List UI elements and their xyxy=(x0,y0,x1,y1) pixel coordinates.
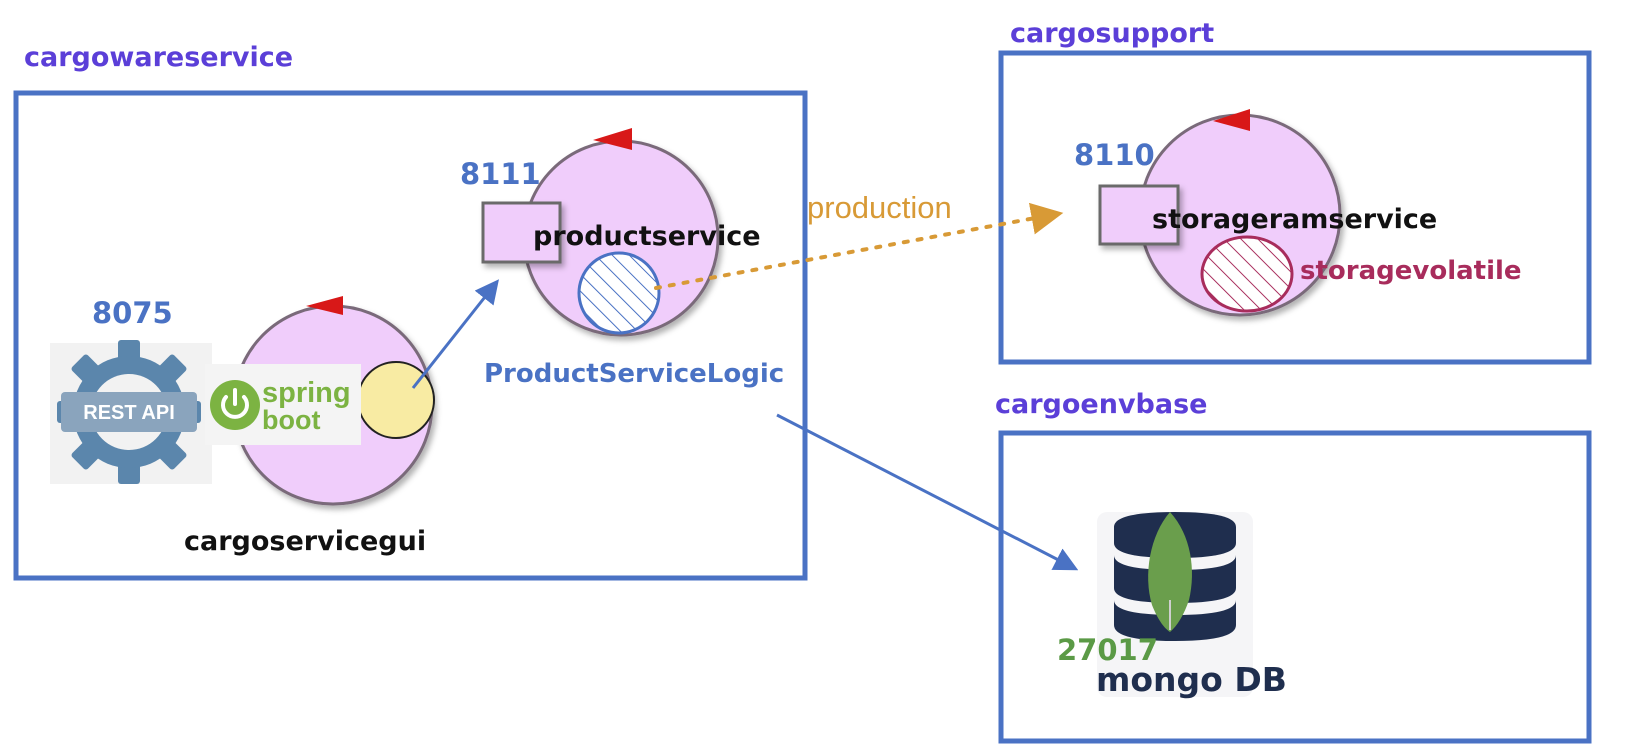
context-box-cargowareservice xyxy=(13,90,808,581)
actor-storageramservice[interactable] xyxy=(1098,109,1342,317)
port-8110: 8110 xyxy=(1074,138,1155,172)
context-box-cargosupport xyxy=(998,50,1592,365)
mongodb-logo: mongo DB xyxy=(1096,512,1287,699)
context-box-cargoenvbase xyxy=(998,430,1592,744)
storage-circle-blue xyxy=(577,251,661,335)
gui-component-circle xyxy=(357,361,435,439)
storage-label-storagevolatile: storagevolatile xyxy=(1300,256,1522,286)
port-8111: 8111 xyxy=(460,157,541,191)
arrow-production xyxy=(654,202,1064,290)
rest-api-logo: REST API xyxy=(50,340,212,484)
arrow-logic-to-mongodb xyxy=(776,413,1079,571)
mongodb-label: mongo DB xyxy=(1096,660,1287,699)
rest-api-label: REST API xyxy=(83,402,175,424)
port-8075: 8075 xyxy=(92,296,173,330)
gear-icon xyxy=(57,340,201,484)
logic-label: ProductServiceLogic xyxy=(484,359,784,389)
actor-port-box xyxy=(1098,184,1180,246)
arrow-gui-to-productservice xyxy=(411,279,499,389)
spring-boot-logo: spring boot xyxy=(205,364,361,445)
actor-state-marker xyxy=(1213,109,1250,131)
actor-state-marker xyxy=(593,128,632,150)
edge-label-production: production xyxy=(807,190,952,225)
actor-label-storageramservice: storageramservice xyxy=(1152,204,1437,235)
actor-label-cargoservicegui: cargoservicegui xyxy=(184,526,426,557)
context-title-cargosupport: cargosupport xyxy=(1010,18,1214,49)
storage-circle-red xyxy=(1200,235,1294,313)
actor-state-marker xyxy=(306,296,343,315)
spring-label: spring xyxy=(262,377,351,409)
context-title-cargowareservice: cargowareservice xyxy=(24,42,293,73)
actor-label-productservice: productservice xyxy=(533,221,761,252)
boot-label: boot xyxy=(262,405,320,435)
mongo-leaf-icon xyxy=(1148,512,1192,632)
actor-port-box xyxy=(481,201,562,264)
context-title-cargoenvbase: cargoenvbase xyxy=(995,389,1207,420)
port-27017: 27017 xyxy=(1057,633,1158,667)
